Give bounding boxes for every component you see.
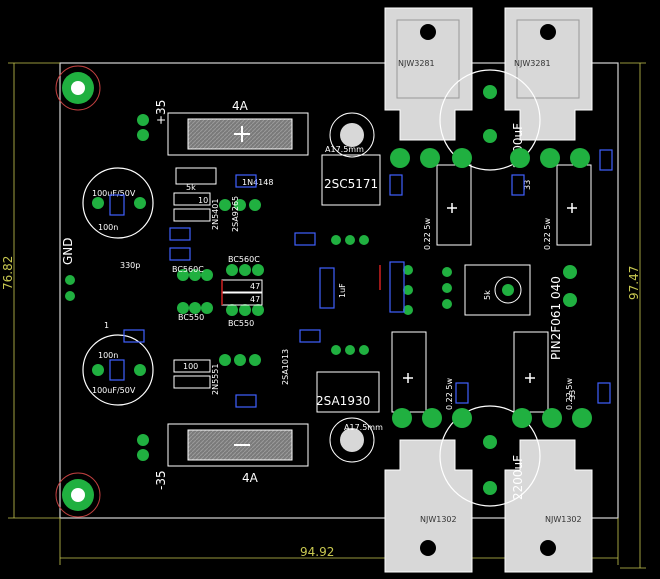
res-10: 10 [198,196,208,205]
q-2n5551: 2N5551 [211,364,220,395]
plus35-label: +35 [154,100,168,125]
trimmer-pot [464,264,531,316]
bc550-b: BC550 [228,319,254,328]
fuse-bottom: 4A [167,423,309,485]
cap-100n-bottom: 100n [98,351,118,360]
bc560-b: BC560C [228,255,260,264]
driver-2sa1930: 2SA1930 A17.5mm [316,371,383,463]
dim-height-left: 76.82 [1,256,15,290]
svg-text:A17.5mm: A17.5mm [344,423,383,432]
svg-text:4A: 4A [242,471,259,485]
q-2n5401: 2N5401 [211,199,220,230]
res-100: 100 [183,362,198,371]
red-traces [221,265,381,305]
fuse-top: 4A [167,99,309,156]
gnd-label: GND [61,237,75,265]
dim-width: 94.92 [300,545,334,559]
power-transistor-njw1302-right: NJW1302 [504,439,593,573]
res-47a: 47 [250,282,260,291]
cap-left-bottom-label: 100uF/50V [92,386,136,395]
driver-2sc5171: 2SC5171 A17.5mm [321,112,381,206]
cap-1uf: 1uF [338,283,347,298]
bc560-a: BC560C [172,265,204,274]
mounting-hole-bottom [55,472,101,518]
res-022-d: 0.22 5w [565,378,574,410]
res-5k: 5k [186,183,196,192]
cap-left-top-label: 100uF/50V [92,189,136,198]
power-transistor-njw3281-left: NJW3281 [384,7,473,141]
bc550-a: BC550 [178,313,204,322]
res-33a: 33 [523,180,532,190]
cap-100n-top: 100n [98,223,118,232]
pads [65,85,592,495]
svg-text:NJW3281: NJW3281 [398,59,435,68]
power-transistor-njw3281-right: NJW3281 [504,7,593,141]
q-2sa9265: 2SA9265 [231,196,240,232]
dim-height-right: 97.47 [627,266,641,300]
pin-connector-label: PIN2F061 040 [549,276,563,360]
smd-outlines [109,149,613,408]
pin-number: 1 [104,321,109,330]
svg-text:2SC5171: 2SC5171 [324,177,378,191]
svg-text:NJW1302: NJW1302 [545,515,582,524]
mounting-hole-top [55,65,101,111]
polarity-marks [403,203,577,383]
q-2sa1013: 2SA1013 [281,349,290,385]
res-022-b: 0.22 5w [543,218,552,250]
svg-text:NJW1302: NJW1302 [420,515,457,524]
pot-label: 5k [483,290,492,300]
svg-text:2SA1930: 2SA1930 [316,394,370,408]
d-4148: 1N4148 [242,178,273,187]
res-33b: 33 [568,390,577,400]
power-transistor-njw1302-left: NJW1302 [384,439,473,573]
res-022-c: 0.22 5w [445,378,454,410]
svg-text:4A: 4A [232,99,249,113]
minus35-label: -35 [154,470,168,490]
cap-330p: 330p [120,261,140,270]
res-47b: 47 [250,295,260,304]
svg-text:A17.5mm: A17.5mm [325,145,364,154]
res-022-a: 0.22 5w [423,218,432,250]
small-resistors [173,167,263,389]
cap-2200-bottom-label: 2200uF [511,455,525,500]
svg-text:NJW3281: NJW3281 [514,59,551,68]
